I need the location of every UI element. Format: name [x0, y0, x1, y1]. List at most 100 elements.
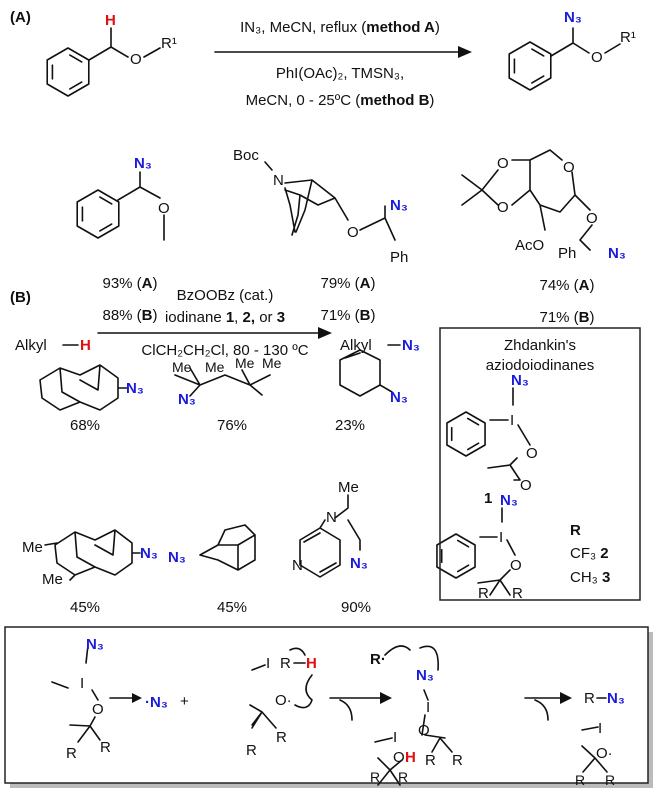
compound-2-3-r2: R	[478, 585, 489, 602]
benzene-ring	[76, 189, 120, 239]
double-bond	[69, 81, 83, 90]
product-bonds	[550, 27, 621, 57]
mech-oxyl2-r1: R	[575, 772, 585, 788]
example-a3-ph: Ph	[558, 245, 576, 262]
product-o: O	[591, 49, 603, 66]
b-ex6-yield: 90%	[341, 599, 371, 616]
example-a2-boc: Boc	[233, 147, 259, 164]
b-ex4-n3: N₃	[140, 545, 158, 562]
double-bond	[466, 442, 480, 451]
example-a3-yield-b: 71% (B)	[539, 309, 594, 326]
mech-adduct-o: O	[418, 722, 430, 739]
double-bond	[466, 417, 480, 426]
example-a3-n3: N₃	[608, 245, 626, 262]
mech-adduct-n3: N₃	[416, 667, 434, 684]
b-ex5-yield: 45%	[217, 599, 247, 616]
benzene-ring	[446, 411, 486, 457]
mech-adduct-bonds	[421, 689, 453, 753]
b-ex2-yield: 76%	[217, 417, 247, 434]
conditions-method-a: IN₃, MeCN, reflux (method A)	[240, 19, 440, 36]
final-product-r: R	[584, 690, 595, 707]
b-ex6-n3: N₃	[350, 555, 368, 572]
example-a2-ph: Ph	[390, 249, 408, 266]
mech-alcohol-r1: R	[370, 769, 380, 785]
product-r1: R¹	[620, 29, 636, 46]
substrate-h: H	[105, 12, 116, 29]
mech-adduct-r2: R	[452, 752, 463, 769]
b-ex1-n3: N₃	[126, 380, 144, 397]
b-ex4-me2: Me	[42, 571, 63, 588]
b-ex3-yield: 23%	[335, 417, 365, 434]
b-ex1-yield: 68%	[70, 417, 100, 434]
reactant-alkyl: Alkyl	[15, 337, 47, 354]
substrate-o: O	[130, 51, 142, 68]
example-a3-o2: O	[497, 199, 509, 216]
conditions-b-line3: ClCH₂CH₂Cl, 80 - 130 ºC	[141, 342, 308, 359]
r-row-cf3: CF₃ 2	[570, 545, 609, 562]
example-a3-yield-a: 74% (A)	[539, 277, 594, 294]
example-a1-yield-a: 93% (A)	[102, 275, 157, 292]
reactant-h: H	[80, 337, 91, 354]
example-a3-aco: AcO	[515, 237, 544, 254]
b-ex2-bonds	[174, 367, 271, 397]
mech-reagent-o: O	[92, 701, 104, 718]
example-a1-bonds	[117, 171, 165, 241]
mech-reagent-r2: R	[66, 745, 77, 762]
compound-1-i: I	[510, 412, 514, 429]
mechanism-box	[4, 626, 649, 784]
mech-oxyl-r2: R	[246, 742, 257, 759]
mech-adduct-r1: R	[425, 752, 436, 769]
conditions-method-b-line1: PhI(OAc)₂, TMSN₃,	[276, 65, 404, 82]
mech-alcohol-bonds	[374, 737, 403, 786]
compound-1-o1: O	[526, 445, 538, 462]
example-a2-side-bonds	[359, 205, 396, 241]
b-ex4-yield: 45%	[70, 599, 100, 616]
double-bond	[99, 196, 113, 205]
compound-1-o2: O	[520, 477, 532, 494]
example-a2-yield-b: 71% (B)	[320, 307, 375, 324]
mech-oxyl-r1: R	[276, 729, 287, 746]
compound-2-3-n3: N₃	[500, 492, 518, 509]
cyclohexene-bonds	[339, 349, 393, 397]
mech-oxyl2-bonds	[581, 726, 608, 773]
r-radical: R·	[370, 651, 386, 668]
benzene-ring	[508, 41, 552, 91]
curved-arrows-radical	[384, 645, 439, 671]
b-ex4-me1: Me	[22, 539, 43, 556]
curved-arrow-release-2	[534, 699, 549, 721]
mech-oxyl-i: I	[266, 655, 270, 672]
b-ex5-n3: N₃	[168, 549, 186, 566]
mech-oxyl2-i: I	[598, 720, 602, 737]
reagent-box-title2: aziodoiodinanes	[486, 357, 594, 374]
compound-1-label: 1	[484, 490, 492, 507]
conditions-b-line2: iodinane 1, 2, or 3	[165, 309, 285, 326]
example-a3-o3: O	[563, 159, 575, 176]
benzene-ring	[46, 47, 90, 97]
double-bond	[456, 539, 470, 548]
benzene-ring	[436, 533, 476, 579]
r-header: R	[570, 522, 581, 539]
substrate-r1: R¹	[161, 35, 177, 52]
curved-arrow-hat	[289, 647, 313, 709]
rh-r: R	[280, 655, 291, 672]
mech-oxyl-o: O·	[275, 692, 292, 709]
final-product-n3: N₃	[607, 690, 625, 707]
mech-alcohol-o: O	[393, 749, 405, 766]
mech-oxyl-bonds	[249, 664, 277, 729]
example-a2-bonds	[264, 161, 349, 236]
product-n3: N₃	[564, 9, 582, 26]
mech-alcohol-h: H	[405, 749, 416, 766]
double-bond	[531, 48, 545, 57]
adamantane-bonds	[39, 364, 129, 411]
double-bond	[69, 54, 83, 63]
mech-reagent-r1: R	[100, 739, 111, 756]
compound-2-3-bonds	[477, 507, 516, 596]
b-ex2-me4: Me	[262, 355, 282, 371]
mech-adduct-i: I	[426, 699, 430, 716]
mech-reagent-n3: N₃	[86, 636, 104, 653]
b-ex3-n3: N₃	[390, 389, 408, 406]
conditions-b-line1: BzOOBz (cat.)	[177, 287, 274, 304]
mech-alcohol-r2: R	[398, 769, 408, 785]
mech-alcohol-i: I	[393, 729, 397, 746]
